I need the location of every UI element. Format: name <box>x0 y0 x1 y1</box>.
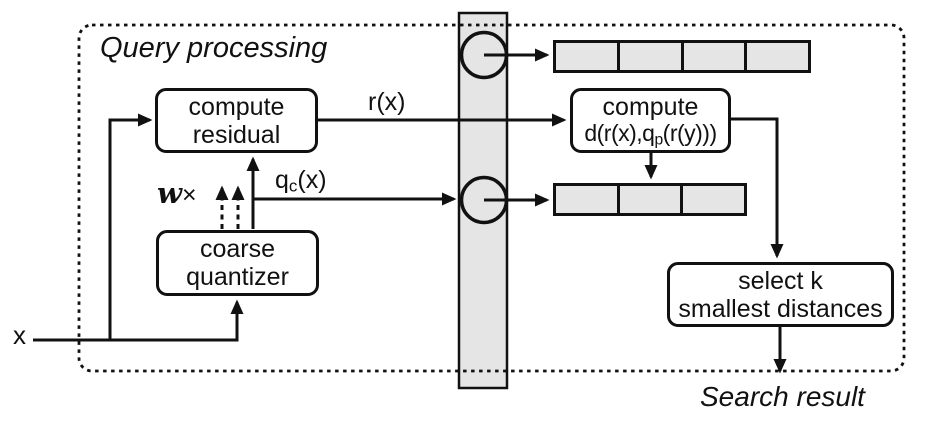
lookup-circle-bottom <box>459 175 509 225</box>
select-k-line2: smallest distances <box>678 294 883 323</box>
compute-distance-box: compute d(r(x),qp(r(y))) <box>570 88 731 153</box>
coarse-code-edge-label: qc(x) <box>275 166 327 196</box>
array-cell <box>556 43 620 70</box>
arrow-x-to-compute-residual <box>108 113 153 340</box>
query-processing-label: Query processing <box>100 32 328 64</box>
array-cell <box>620 186 684 213</box>
array-cell <box>620 43 684 70</box>
arrow-x-to-coarse-quantizer <box>33 299 244 342</box>
compute-distance-line2: d(r(x),qp(r(y))) <box>584 119 717 148</box>
search-result-label: Search result <box>700 381 865 412</box>
lookup-circle-top <box>459 30 509 80</box>
array-cell <box>683 186 744 213</box>
select-k-box: select k smallest distances <box>667 262 894 327</box>
array-cell <box>747 43 808 70</box>
select-k-line1: select k <box>738 266 823 295</box>
coarse-quantizer-line1: coarse <box>199 235 276 263</box>
compute-distance-line1: compute <box>602 92 699 121</box>
compute-residual-line1: compute <box>188 92 285 121</box>
compute-residual-box: compute residual <box>155 88 318 153</box>
query-processing-boundary <box>77 23 906 373</box>
coarse-quantizer-line2: quantizer <box>186 263 289 291</box>
array-cell <box>556 186 620 213</box>
residual-edge-label: r(x) <box>368 88 406 116</box>
query-input-label: x <box>13 320 26 350</box>
distance-array <box>553 183 747 216</box>
arrow-distance-to-select-k <box>731 117 784 259</box>
compute-residual-line2: residual <box>192 120 281 149</box>
array-cell <box>684 43 748 70</box>
coarse-quantizer-box: coarse quantizer <box>156 230 319 296</box>
w-multiplier-label: w× <box>157 176 197 210</box>
code-array-top <box>553 40 811 73</box>
